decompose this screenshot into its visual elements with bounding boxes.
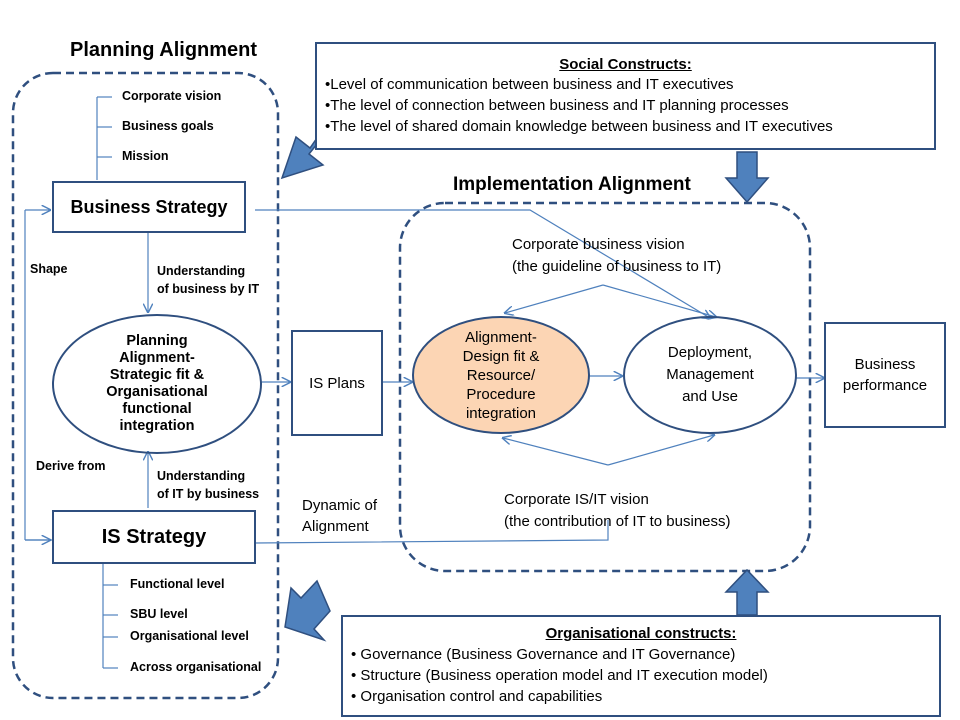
is-strategy-box: IS Strategy: [52, 510, 256, 564]
social-constructs-title: Social Constructs:: [559, 56, 692, 73]
business-strategy-box: Business Strategy: [52, 181, 246, 233]
organisational-level-label: Organisational level: [130, 629, 249, 643]
planning-ellipse-line-1: Planning: [126, 333, 188, 349]
understanding-business-label: Understanding of business by IT: [157, 262, 259, 298]
planning-ellipse-line-3: Strategic fit &: [109, 367, 205, 383]
business-goals-label: Business goals: [122, 119, 214, 133]
corporate-vision-label: Corporate vision: [122, 89, 222, 103]
business-performance-box: Business performance: [824, 322, 946, 428]
left-oval-line-5: integration: [465, 404, 537, 422]
organisational-item: • Governance (Business Governance and IT…: [351, 646, 736, 663]
planning-alignment-title: Planning Alignment: [70, 39, 258, 61]
planning-alignment-ellipse: Planning Alignment- Strategic fit & Orga…: [52, 314, 262, 454]
alignment-design-fit-oval: Alignment- Design fit & Resource/ Proced…: [412, 316, 590, 434]
business-performance-line-1: Business: [854, 356, 916, 373]
right-oval-line-1: Deployment,: [667, 344, 753, 361]
dynamic-alignment-label: Dynamic of Alignment: [302, 495, 377, 537]
corporate-is-it-vision-label: Corporate IS/IT vision (the contribution…: [504, 489, 731, 533]
planning-ellipse-line-6: integration: [119, 418, 195, 434]
across-organisational-label: Across organisational: [130, 660, 262, 674]
organisational-constructs-box: Organisational constructs: • Governance …: [341, 615, 941, 717]
derive-from-label: Derive from: [36, 459, 106, 473]
understanding-business-line-2: of business by IT: [157, 282, 260, 296]
understanding-business-line-1: Understanding: [157, 264, 246, 278]
right-oval-line-3: and Use: [682, 388, 738, 405]
understanding-it-label: Understanding of IT by business: [157, 467, 259, 503]
is-plans-box: IS Plans: [291, 330, 383, 436]
dynamic-alignment-line-2: Alignment: [302, 518, 369, 535]
understanding-it-line-1: Understanding: [157, 469, 246, 483]
planning-ellipse-line-5: functional: [122, 401, 192, 417]
organisational-item: • Organisation control and capabilities: [351, 688, 603, 705]
planning-region: [11, 71, 280, 700]
mission-label: Mission: [122, 149, 169, 163]
social-arrow-down: [724, 151, 770, 204]
dynamic-alignment-line-1: Dynamic of: [302, 497, 378, 514]
vision-bottom-line-2: (the contribution of IT to business): [504, 513, 731, 530]
right-oval-line-2: Management: [666, 366, 754, 383]
implementation-alignment-title: Implementation Alignment: [453, 174, 691, 195]
left-oval-line-2: Design fit &: [462, 347, 540, 365]
social-item: •Level of communication between business…: [325, 76, 734, 93]
left-oval-line-3: Resource/: [466, 366, 536, 384]
left-oval-line-1: Alignment-: [465, 328, 537, 346]
sbu-level-label: SBU level: [130, 607, 188, 621]
deployment-management-oval: Deployment, Management and Use: [623, 316, 797, 434]
functional-level-label: Functional level: [130, 577, 225, 591]
implementation-region: [398, 201, 812, 573]
business-performance-line-2: performance: [842, 377, 928, 394]
social-item: •The level of connection between busines…: [325, 97, 789, 114]
vision-top-line-2: (the guideline of business to IT): [512, 258, 722, 275]
corporate-business-vision-label: Corporate business vision (the guideline…: [512, 234, 721, 278]
shape-label: Shape: [30, 262, 68, 276]
vision-bottom-line-1: Corporate IS/IT vision: [504, 491, 649, 508]
organisational-item: • Structure (Business operation model an…: [351, 667, 768, 684]
organisational-arrow-up: [724, 568, 770, 616]
planning-ellipse-line-2: Alignment-: [119, 350, 195, 366]
social-constructs-box: Social Constructs: •Level of communicati…: [315, 42, 936, 150]
organisational-arrow-left: [284, 579, 331, 642]
understanding-it-line-2: of IT by business: [157, 487, 260, 501]
vision-top-line-1: Corporate business vision: [512, 236, 685, 253]
organisational-constructs-title: Organisational constructs:: [545, 625, 737, 642]
social-item: •The level of shared domain knowledge be…: [325, 118, 833, 135]
planning-ellipse-line-4: Organisational: [106, 384, 208, 400]
left-oval-line-4: Procedure: [466, 385, 536, 403]
